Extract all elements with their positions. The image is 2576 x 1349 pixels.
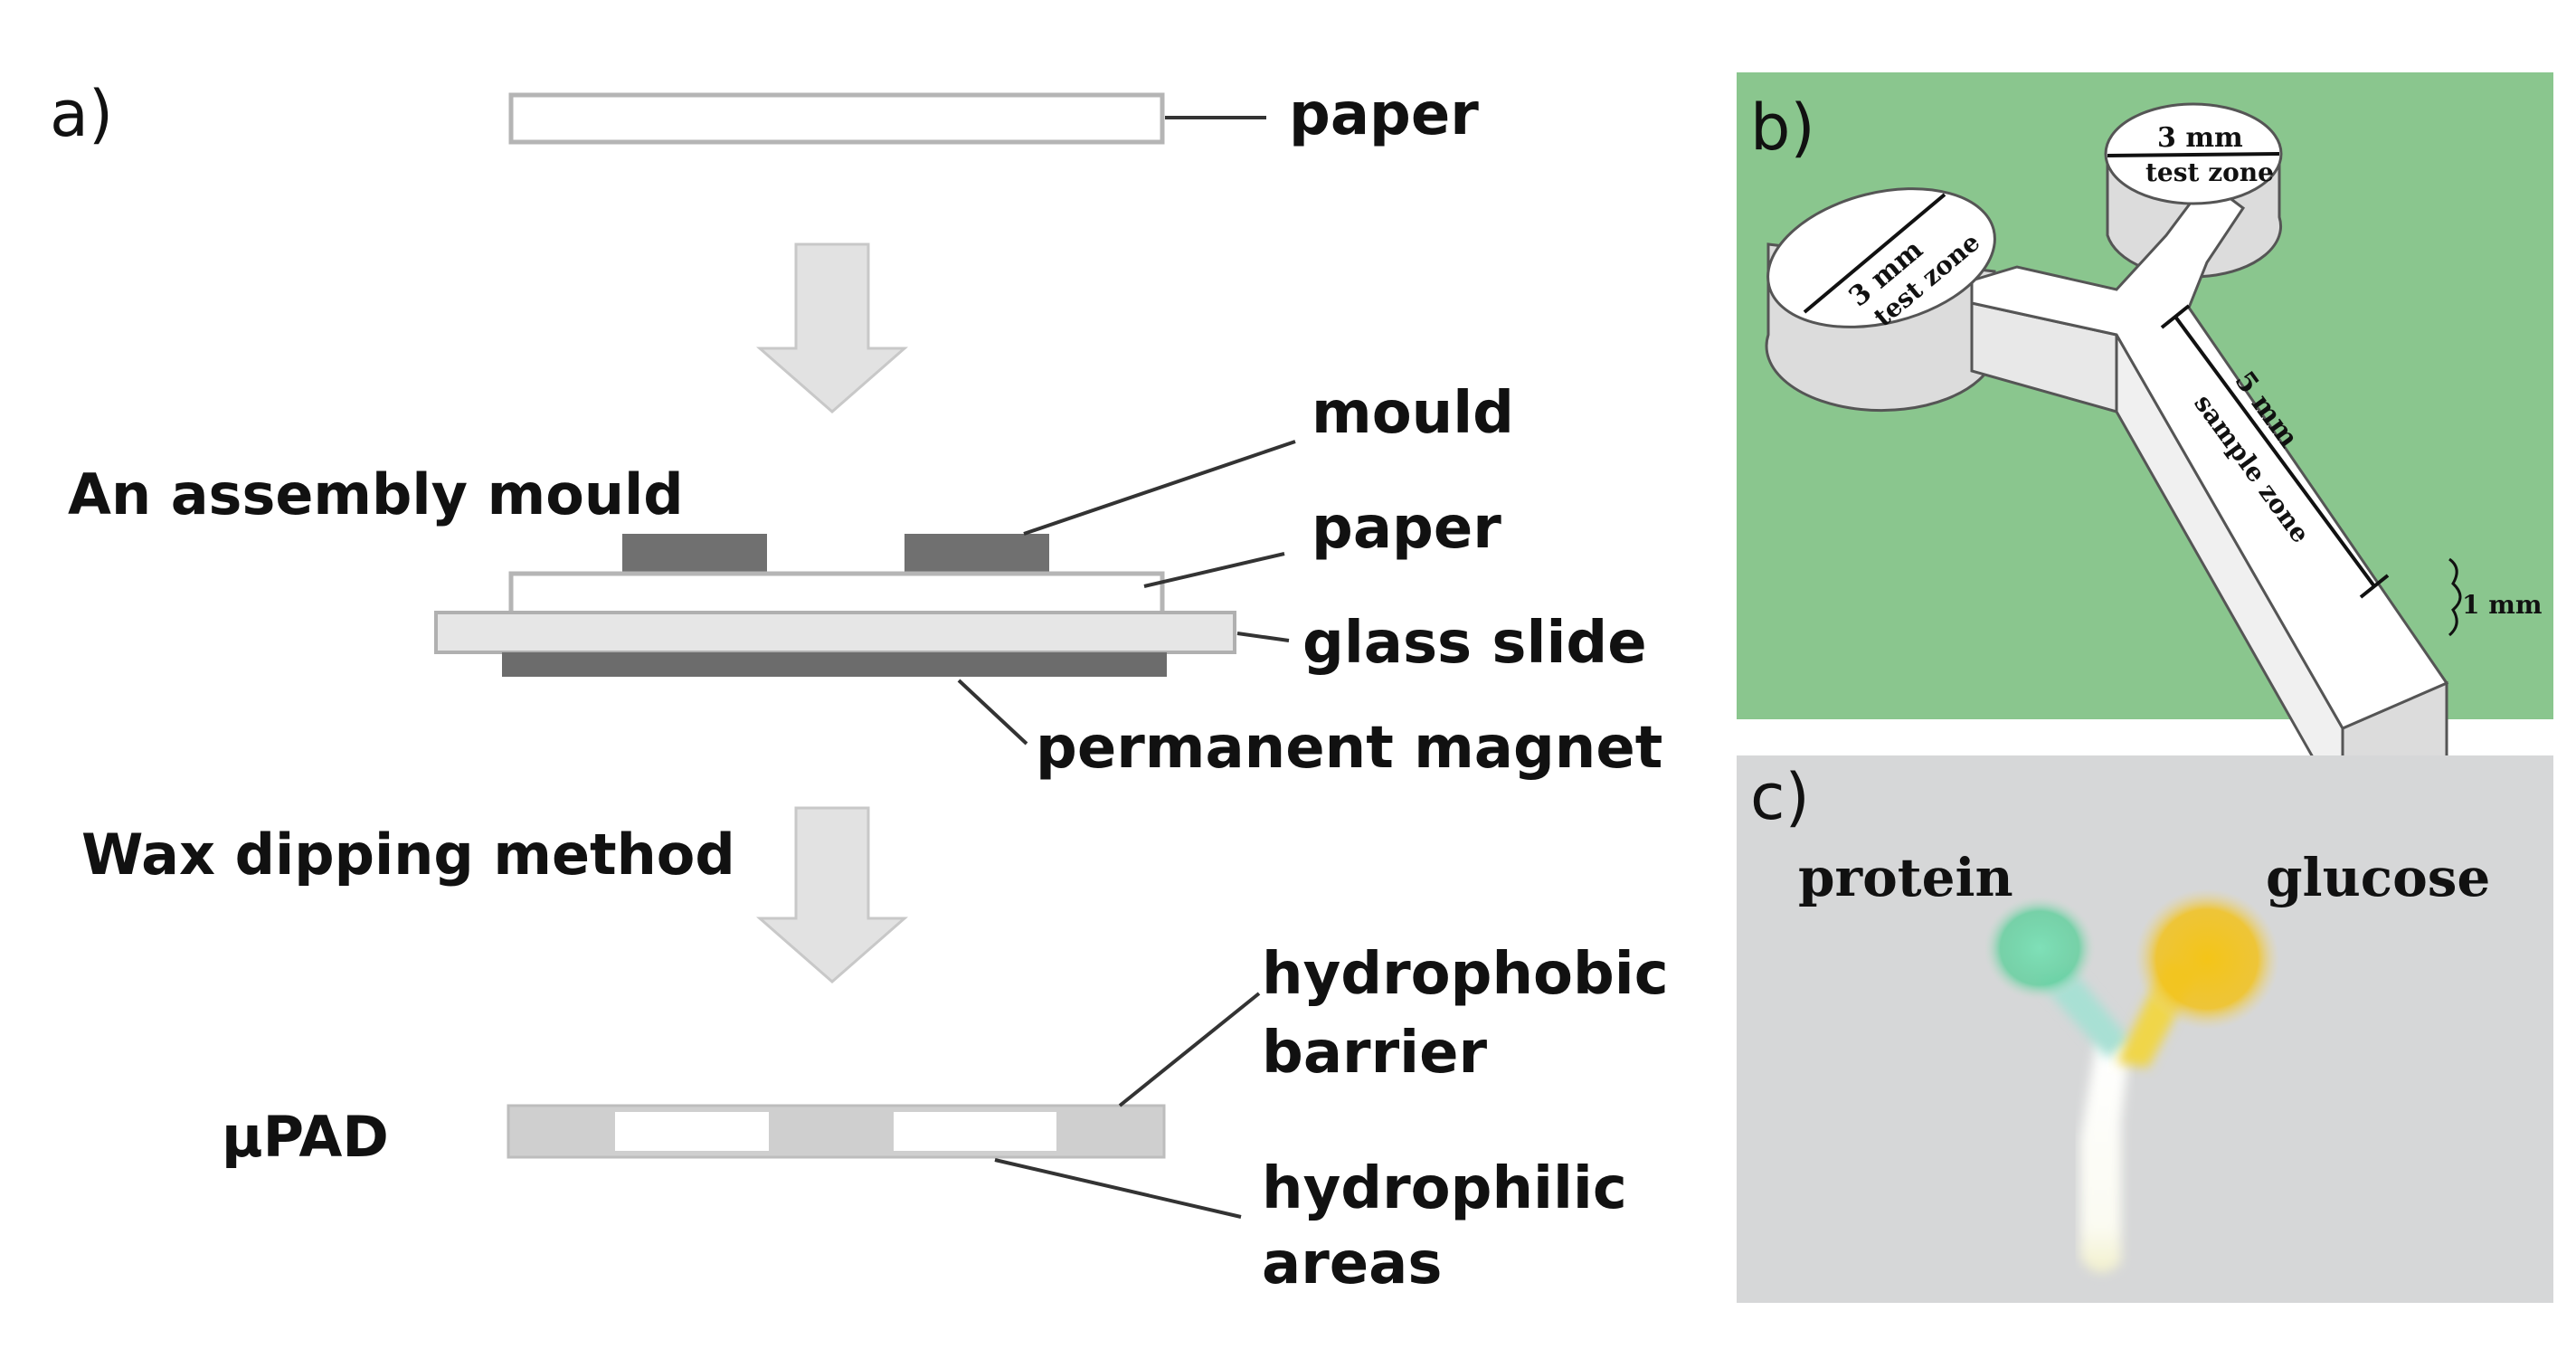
- glass-slide-label: glass slide: [1302, 610, 1647, 677]
- panel-b: b) 3 mm test zone 3 mm test zone 5 mm sa…: [1737, 72, 2553, 815]
- magnet-leader-line: [957, 679, 1028, 746]
- paper-2-label: paper: [1312, 495, 1501, 562]
- developed-upad-photo: [1984, 888, 2279, 1273]
- right-zone-diameter-line: [2107, 152, 2280, 157]
- right-zone-size-label: 3 mm: [2157, 122, 2243, 154]
- panel-b-letter: b): [1750, 90, 1815, 165]
- panel-a: a) paper An assembly mould mould paper g…: [50, 77, 1669, 1297]
- right-zone-name-label: test zone: [2145, 157, 2274, 187]
- sample-length-tick: [2160, 304, 2191, 329]
- left-zone-diameter-line: [1803, 193, 1946, 314]
- thickness-label: 1 mm: [2462, 590, 2542, 620]
- sample-length-tick: [2359, 574, 2390, 599]
- paper-layer: [508, 571, 1165, 617]
- thickness-brace: [2448, 557, 2462, 637]
- glucose-label: glucose: [2266, 847, 2490, 908]
- y-shaped-device-model: [1765, 102, 2462, 815]
- permanent-magnet-label: permanent magnet: [1036, 715, 1662, 782]
- wax-dipping-heading: Wax dipping method: [81, 822, 735, 888]
- left-test-zone-top: [1766, 187, 1996, 328]
- assembly-mould-heading: An assembly mould: [68, 461, 684, 527]
- panel-a-letter: a): [50, 77, 113, 151]
- hydrophilic-leader-line: [994, 1158, 1242, 1219]
- hydrophobic-label-line1: hydrophobic: [1262, 941, 1669, 1008]
- hydrophilic-label-line1: hydrophilic: [1262, 1155, 1627, 1222]
- protein-test-zone: [1984, 896, 2096, 1001]
- paper-strip: [508, 92, 1165, 145]
- mould-leader-line: [1023, 440, 1296, 536]
- hydrophilic-area: [615, 1112, 769, 1151]
- permanent-magnet: [502, 652, 1167, 677]
- sample-length-line: [2174, 315, 2376, 588]
- paper-label: paper: [1289, 81, 1479, 148]
- upad-label: μPAD: [222, 1104, 389, 1170]
- down-arrow-icon: [756, 806, 908, 983]
- down-arrow-icon: [756, 242, 908, 413]
- mould-block-left: [622, 534, 767, 575]
- paper-2-leader-line: [1143, 552, 1285, 588]
- glass-slide: [434, 611, 1236, 654]
- hydrophobic-label-line2: barrier: [1262, 1020, 1487, 1087]
- glass-leader-line: [1236, 632, 1290, 642]
- hydrophilic-area: [894, 1112, 1056, 1151]
- hydrophilic-label-line2: areas: [1262, 1230, 1442, 1297]
- mould-label: mould: [1312, 380, 1514, 447]
- upad-strip: [507, 1104, 1166, 1159]
- protein-label: protein: [1798, 847, 2013, 908]
- device-stem: [2080, 1040, 2130, 1273]
- panel-c: c) protein glucose: [1737, 755, 2553, 1303]
- panel-c-letter: c): [1750, 760, 1810, 834]
- hydrophobic-leader-line: [1118, 992, 1261, 1107]
- glucose-test-zone: [2135, 888, 2279, 1030]
- device-top-surface: [1970, 178, 2449, 730]
- mould-block-right: [904, 534, 1049, 575]
